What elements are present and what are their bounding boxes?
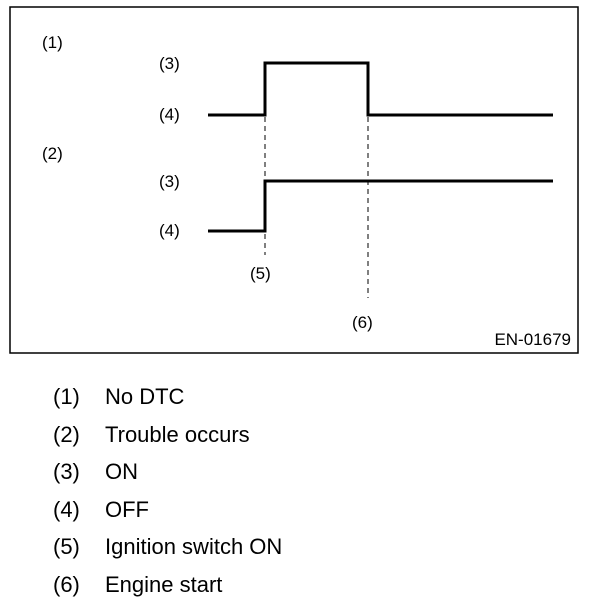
legend-item-text: ON	[105, 459, 138, 484]
timing-diagram: (1) (3) (4) (2) (3) (4) (5) (6) EN-01679	[9, 6, 579, 354]
legend-item: (3) ON	[53, 453, 282, 491]
label-trouble: (2)	[42, 144, 63, 163]
trouble-signal	[208, 179, 553, 233]
legend-item-number: (3)	[53, 459, 80, 484]
legend-item: (4) OFF	[53, 491, 282, 529]
legend-item-text: Ignition switch ON	[105, 534, 283, 559]
legend-item-number: (2)	[53, 421, 80, 447]
legend-item: (2) Trouble occurs	[53, 416, 282, 454]
legend-item-text: OFF	[105, 496, 149, 522]
label-engine: (6)	[352, 313, 373, 332]
legend-item-number: (5)	[53, 534, 80, 559]
label-no-dtc: (1)	[42, 33, 63, 52]
legend-item-text: Engine start	[105, 571, 223, 597]
diagram-frame	[9, 6, 579, 354]
label-off-bottom: (4)	[159, 221, 180, 240]
legend-item-number: (4)	[53, 496, 80, 522]
legend-item: (6) Engine start	[53, 566, 282, 604]
legend-item-number: (6)	[53, 571, 80, 597]
label-on-bottom: (3)	[159, 172, 180, 191]
legend-item: (5) Ignition switch ON	[53, 528, 282, 566]
no-dtc-signal	[208, 61, 553, 117]
label-ignition: (5)	[250, 264, 271, 283]
legend-item-text: Trouble occurs	[105, 421, 250, 447]
legend: (1) No DTC (2) Trouble occurs (3) ON (4) OFF…	[53, 378, 282, 603]
label-on-top: (3)	[159, 54, 180, 73]
legend-item: (1) No DTC	[53, 378, 282, 416]
figure-code: EN-01679	[494, 330, 571, 349]
legend-item-number: (1)	[53, 384, 80, 409]
legend-item-text: No DTC	[105, 384, 185, 409]
label-off-top: (4)	[159, 105, 180, 124]
